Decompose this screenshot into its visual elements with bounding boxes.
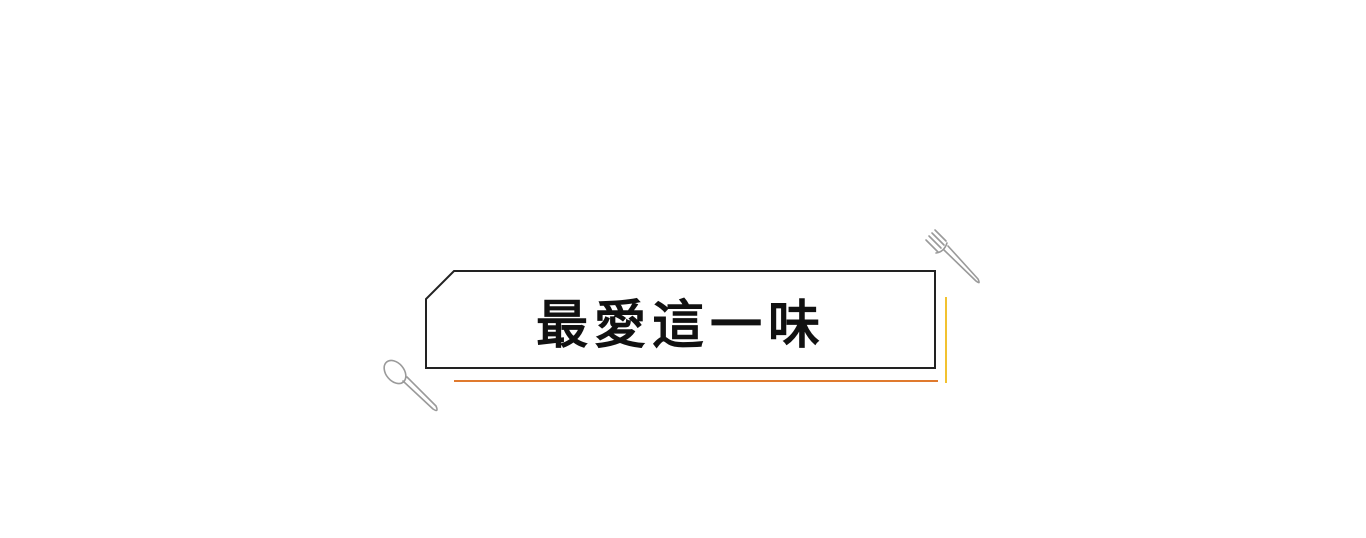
- banner-frame: [425, 270, 936, 369]
- banner-title: 最愛這一味: [535, 295, 826, 356]
- fork-icon: [925, 229, 980, 284]
- spoon-icon: [383, 359, 438, 412]
